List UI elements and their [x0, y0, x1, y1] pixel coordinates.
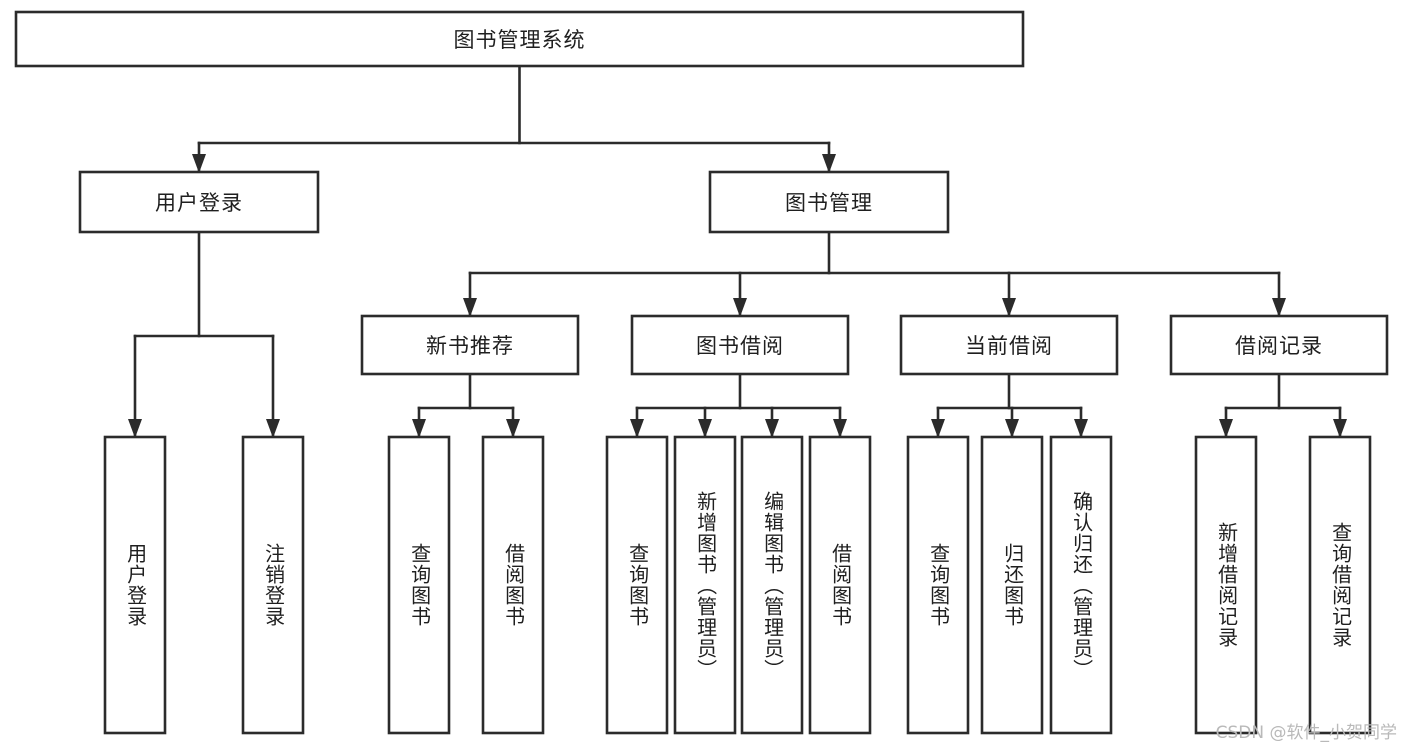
node-box-leaf_1[interactable] — [241, 435, 305, 735]
node-box-l2_1[interactable] — [630, 314, 850, 376]
node-layer — [14, 10, 1389, 735]
arrow-head-icon — [1333, 419, 1347, 438]
arrow-head-icon — [833, 419, 847, 438]
arrow-head-icon — [1272, 298, 1286, 317]
node-box-root[interactable] — [14, 10, 1025, 68]
arrow-head-icon — [822, 154, 836, 173]
arrow-head-icon — [1005, 419, 1019, 438]
arrow-head-icon — [765, 419, 779, 438]
node-box-l2_0[interactable] — [360, 314, 580, 376]
edge-layer — [128, 64, 1347, 438]
node-box-leaf_4[interactable] — [605, 435, 669, 735]
arrow-head-icon — [266, 419, 280, 438]
arrow-head-icon — [1002, 298, 1016, 317]
arrow-head-icon — [506, 419, 520, 438]
arrow-head-icon — [128, 419, 142, 438]
node-box-l1_0[interactable] — [78, 170, 320, 234]
node-box-leaf_9[interactable] — [980, 435, 1044, 735]
node-box-leaf_6[interactable] — [740, 435, 804, 735]
arrow-head-icon — [630, 419, 644, 438]
node-box-leaf_3[interactable] — [481, 435, 545, 735]
node-box-leaf_8[interactable] — [906, 435, 970, 735]
node-box-l2_3[interactable] — [1169, 314, 1389, 376]
arrow-head-icon — [463, 298, 477, 317]
node-box-leaf_2[interactable] — [387, 435, 451, 735]
node-box-l2_2[interactable] — [899, 314, 1119, 376]
node-box-leaf_10[interactable] — [1049, 435, 1113, 735]
node-box-l1_1[interactable] — [708, 170, 950, 234]
node-box-leaf_7[interactable] — [808, 435, 872, 735]
node-box-leaf_11[interactable] — [1194, 435, 1258, 735]
node-box-leaf_0[interactable] — [103, 435, 167, 735]
node-box-leaf_5[interactable] — [673, 435, 737, 735]
arrow-head-icon — [931, 419, 945, 438]
arrow-head-icon — [412, 419, 426, 438]
arrow-head-icon — [733, 298, 747, 317]
arrow-head-icon — [1219, 419, 1233, 438]
arrow-head-icon — [192, 154, 206, 173]
node-box-leaf_12[interactable] — [1308, 435, 1372, 735]
arrow-head-icon — [698, 419, 712, 438]
arrow-head-icon — [1074, 419, 1088, 438]
